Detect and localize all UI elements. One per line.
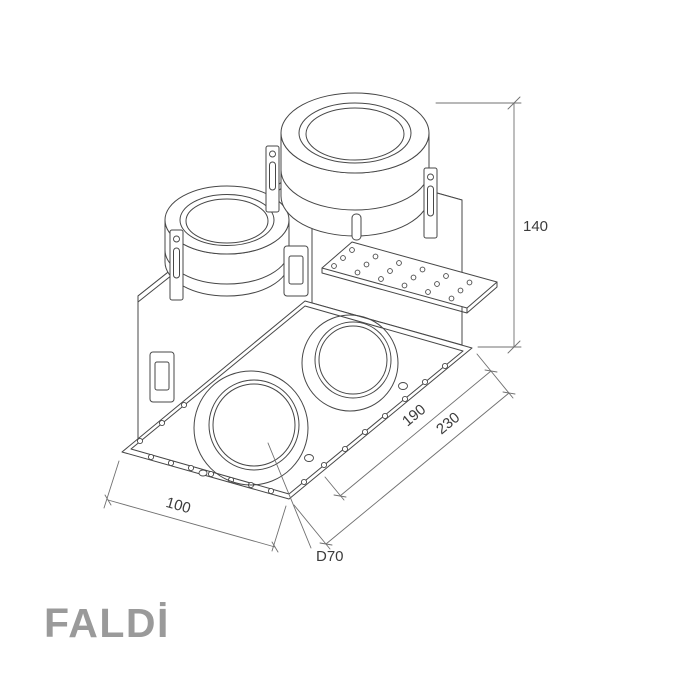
bracket-slot (173, 247, 180, 279)
extension-line (293, 353, 514, 550)
flange-inner (130, 305, 464, 495)
dimension-line (339, 370, 492, 497)
spring-clip-lower-inner (154, 361, 170, 391)
tick-marks (104, 494, 279, 553)
dimension-width-100: 100 (103, 460, 287, 553)
rear-lamp-opening (301, 314, 399, 412)
bracket-slot-left (269, 161, 276, 191)
leader-line (267, 442, 312, 549)
rear-lamp-cylinder (164, 185, 290, 301)
dimension-line (325, 392, 510, 545)
bracket-screw-left (269, 150, 276, 158)
spring-clip-upper (283, 245, 309, 297)
bracket-screw-right (427, 173, 434, 181)
brand-logo: FALDİ (44, 600, 170, 646)
spring-clips (149, 213, 362, 403)
dimension-height-140: 140 (435, 96, 548, 354)
cylinder-inner-ring-2 (305, 107, 405, 161)
trim-flange (121, 300, 473, 500)
mounting-plate (321, 241, 498, 314)
bracket-screw (173, 235, 180, 243)
cylinder-inner-ring (179, 194, 275, 246)
extension-line (103, 460, 287, 552)
tick-marks (507, 96, 521, 354)
diameter-callout-d70: D70 (267, 442, 344, 565)
flange-small-hole (198, 469, 208, 477)
dim-label-230: 230 (433, 409, 463, 438)
cylinder-top-rim (164, 185, 290, 255)
front-lamp-cylinder (265, 92, 438, 239)
spring-clip-lower (149, 351, 175, 403)
cylinder-inner-ring-2 (185, 198, 269, 244)
side-slot (351, 213, 362, 241)
plate-holes (331, 247, 473, 302)
cylinder-step-ring (280, 169, 430, 211)
plate-thickness (321, 267, 498, 314)
cylinder-inner-ring (298, 102, 412, 164)
flange-outer (121, 300, 473, 500)
cylinder-top-rim (280, 92, 430, 174)
dim-label-140: 140 (523, 218, 548, 235)
front-lamp-opening (193, 370, 309, 486)
dim-label-100: 100 (164, 494, 193, 517)
flange-screw-holes (136, 362, 449, 495)
flange-small-hole (398, 382, 408, 390)
dim-label-d70: D70 (316, 548, 344, 565)
tick-marks (319, 391, 516, 546)
dimension-line (107, 499, 276, 548)
bracket-slot-right (427, 185, 434, 217)
flange-small-hole (304, 454, 314, 462)
spring-clip-upper-inner (288, 255, 304, 285)
tick-marks (333, 369, 498, 498)
